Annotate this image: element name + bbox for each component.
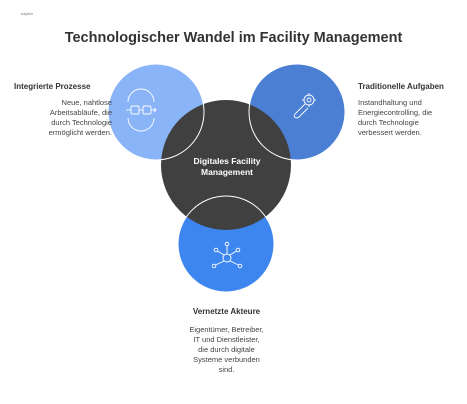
traditional-tasks-heading: Traditionelle Aufgaben (358, 82, 444, 91)
process-flow-icon (126, 88, 157, 132)
desc-line: Arbeitsabläufe, die (49, 108, 112, 117)
integrated-processes-description: Neue, nahtlose Arbeitsabläufe, die durch… (49, 98, 112, 138)
desc-line: sind. (218, 365, 235, 374)
traditional-tasks-description: Instandhaltung und Energiecontrolling, d… (358, 98, 432, 138)
desc-line: ermöglicht werden. (48, 128, 112, 137)
wrench-gear-icon (293, 93, 316, 119)
center-label: Digitales Facility Management (182, 156, 272, 178)
connected-actors-heading: Vernetzte Akteure (192, 307, 261, 316)
desc-line: Neue, nahtlose (61, 98, 112, 107)
desc-line: durch Technologie (51, 118, 112, 127)
left-circle-outline (107, 63, 205, 161)
center-circle (161, 100, 291, 230)
network-icon (211, 241, 243, 269)
desc-line: IT und Dienstleister, (193, 335, 260, 344)
desc-line: durch Technologie (358, 118, 419, 127)
center-label-line2: Management (201, 167, 253, 177)
integrated-processes-heading: Integrierte Prozesse (14, 82, 91, 91)
center-label-line1: Digitales Facility (193, 156, 261, 166)
right-circle-outline (248, 63, 346, 161)
logo: napkin (21, 11, 33, 16)
page-title: Technologischer Wandel im Facility Manag… (64, 30, 403, 46)
desc-line: Eigentümer, Betreiber, (189, 325, 264, 334)
desc-line: verbessert werden. (358, 128, 422, 137)
connected-actors-description: Eigentümer, Betreiber, IT und Dienstleis… (0, 325, 453, 375)
bottom-circle-outline (177, 195, 275, 293)
desc-line: Instandhaltung und (358, 98, 422, 107)
desc-line: Systeme verbunden (193, 355, 260, 364)
desc-line: die durch digitale (198, 345, 255, 354)
desc-line: Energiecontrolling, die (358, 108, 433, 117)
